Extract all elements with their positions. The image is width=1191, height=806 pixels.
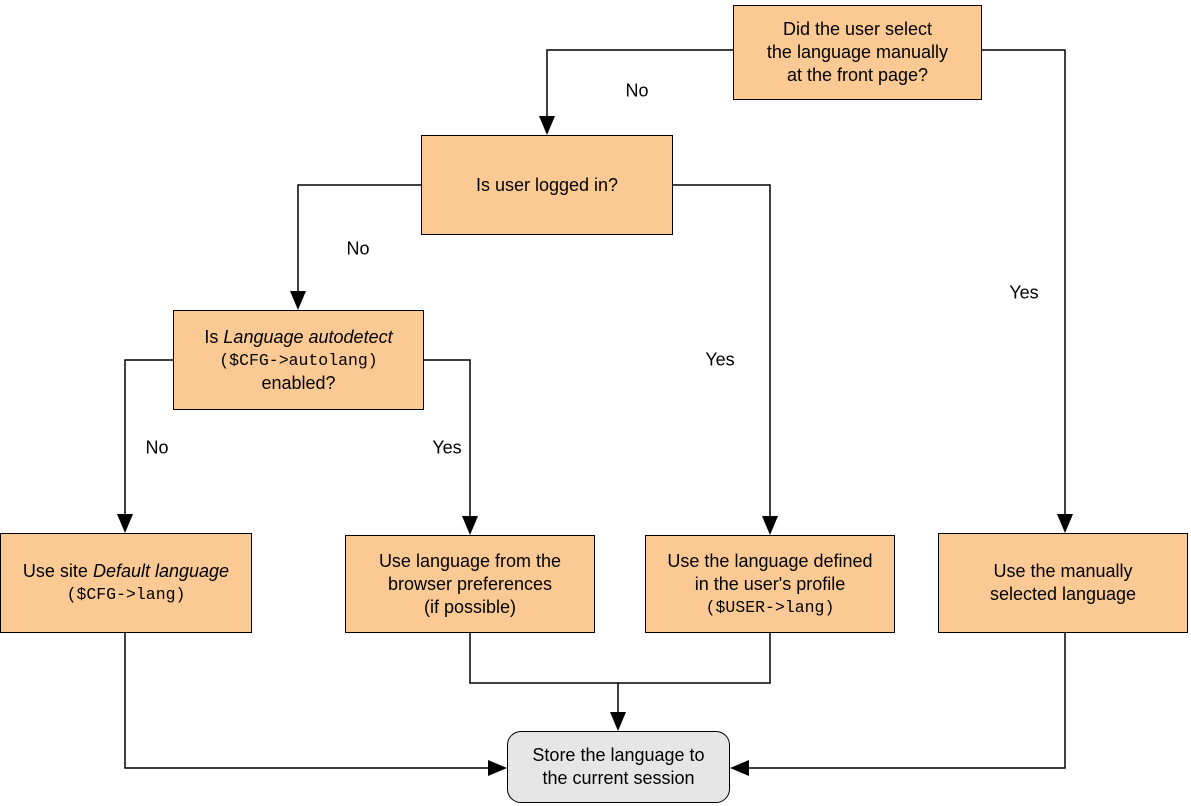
arrowhead-into-autodetect bbox=[290, 291, 306, 310]
arrowhead-into-user-profile bbox=[762, 516, 778, 535]
node-text-line: browser preferences bbox=[387, 573, 553, 594]
edge-label-frontpage-no: No bbox=[625, 80, 649, 101]
edge-label-autodetect-no: No bbox=[145, 437, 169, 458]
arrowhead-into-browser-prefs bbox=[462, 516, 478, 535]
node-text-segment: Is bbox=[204, 326, 224, 347]
node-front-page-question: Did the user select the language manuall… bbox=[733, 5, 982, 100]
node-store-session: Store the language to the current sessio… bbox=[507, 731, 730, 803]
node-text-segment-italic: Default language bbox=[92, 561, 230, 581]
connector-autodetect-no bbox=[124, 359, 173, 515]
edge-label-frontpage-yes: Yes bbox=[1009, 282, 1039, 303]
node-use-manual-language: Use the manually selected language bbox=[938, 533, 1188, 633]
node-language-autodetect: Is Language autodetect ($CFG->autolang) … bbox=[173, 310, 424, 410]
arrowhead-into-default-language bbox=[117, 514, 133, 533]
node-use-browser-language: Use language from the browser preference… bbox=[345, 535, 595, 633]
connector-autodetect-yes bbox=[424, 359, 471, 517]
node-text-line: the language manually bbox=[766, 42, 949, 62]
arrowhead-into-store-top bbox=[610, 712, 626, 731]
arrowhead-into-store-left bbox=[488, 760, 507, 776]
node-text-line: enabled? bbox=[261, 372, 336, 393]
arrowhead-into-manually-selected bbox=[1057, 514, 1073, 533]
connector-manual-to-store bbox=[748, 633, 1066, 769]
node-text-line: the current session bbox=[542, 768, 695, 788]
arrowhead-into-store-right bbox=[730, 760, 749, 776]
node-code-line: ($CFG->lang) bbox=[66, 585, 186, 604]
node-code-line: ($USER->lang) bbox=[705, 597, 835, 617]
connector-frontpage-no bbox=[546, 49, 733, 117]
connector-default-to-store bbox=[124, 633, 489, 769]
connector-frontpage-yes bbox=[982, 49, 1066, 515]
node-text-line: Use site Default language bbox=[23, 560, 229, 583]
edge-label-loggedin-yes: Yes bbox=[705, 349, 735, 370]
node-text-line: Use the manually bbox=[993, 561, 1133, 581]
node-text-line: Use the language defined bbox=[667, 550, 873, 571]
node-is-user-logged-in: Is user logged in? bbox=[421, 135, 673, 235]
edge-label-autodetect-yes: Yes bbox=[432, 437, 462, 458]
node-text-line: Is user logged in? bbox=[475, 174, 619, 195]
node-text-line: (if possible) bbox=[423, 596, 517, 617]
node-text-line: Did the user select bbox=[782, 19, 933, 39]
node-code-line: ($CFG->autolang) bbox=[219, 350, 378, 370]
node-text-segment-italic: Language autodetect bbox=[223, 326, 393, 347]
node-text-line: in the user's profile bbox=[694, 573, 846, 594]
node-text-segment: Use site bbox=[22, 561, 93, 581]
node-use-profile-language: Use the language defined in the user's p… bbox=[645, 535, 895, 633]
connector-merge bbox=[469, 633, 771, 684]
node-text-line: selected language bbox=[989, 584, 1137, 604]
connector-loggedin-no bbox=[297, 184, 421, 292]
node-text-line: at the front page? bbox=[786, 65, 929, 85]
arrowhead-into-logged-in bbox=[539, 116, 555, 135]
connector-loggedin-yes bbox=[673, 184, 771, 517]
node-text-line: Is Language autodetect bbox=[204, 326, 392, 349]
node-text-line: Use language from the bbox=[378, 550, 562, 571]
edge-label-loggedin-no: No bbox=[346, 238, 370, 259]
node-text-line: Store the language to bbox=[532, 745, 705, 765]
node-use-default-language: Use site Default language ($CFG->lang) bbox=[0, 533, 252, 633]
